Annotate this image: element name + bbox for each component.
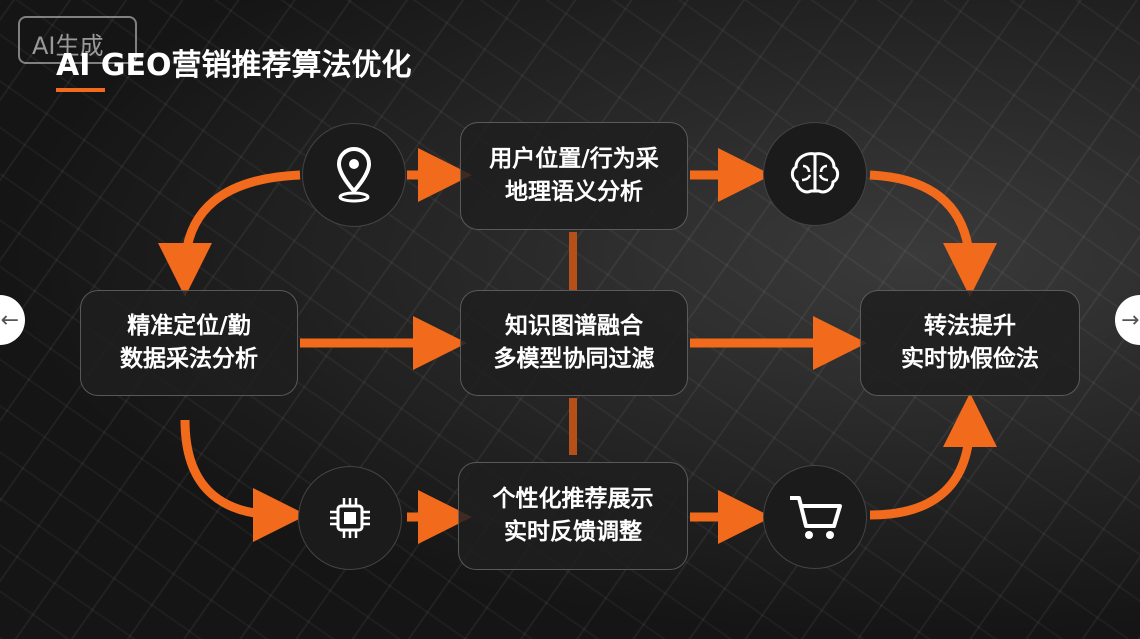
box-conversion: 转法提升实时协假俭法 [860,290,1080,396]
box-precise-positioning: 精准定位/勤数据采法分析 [80,290,298,396]
page-title: AI GEO营销推荐算法优化 [56,48,412,83]
location-pin-icon [302,123,406,227]
box-line: 数据采法分析 [120,346,258,372]
box-line: 地理语义分析 [505,179,643,205]
box-line: 知识图谱融合 [505,312,643,339]
brain-icon [763,122,867,226]
cart-icon [763,465,867,569]
ai-generated-badge: AI生成 [18,16,137,64]
box-line: 精准定位/勤 [127,312,251,339]
title-underline [56,88,105,92]
box-line: 个性化推荐展示 [492,485,654,512]
box-user-location: 用户位置/行为采地理语义分析 [460,122,688,230]
box-personalized-display: 个性化推荐展示实时反馈调整 [458,462,688,570]
box-line: 实时反馈调整 [504,519,642,545]
chip-icon [298,466,402,570]
box-line: 转法提升 [924,312,1016,339]
box-line: 用户位置/行为采 [489,145,659,172]
box-knowledge-graph: 知识图谱融合多模型协同过滤 [460,290,688,396]
box-line: 多模型协同过滤 [493,346,655,372]
box-line: 实时协假俭法 [901,346,1039,372]
